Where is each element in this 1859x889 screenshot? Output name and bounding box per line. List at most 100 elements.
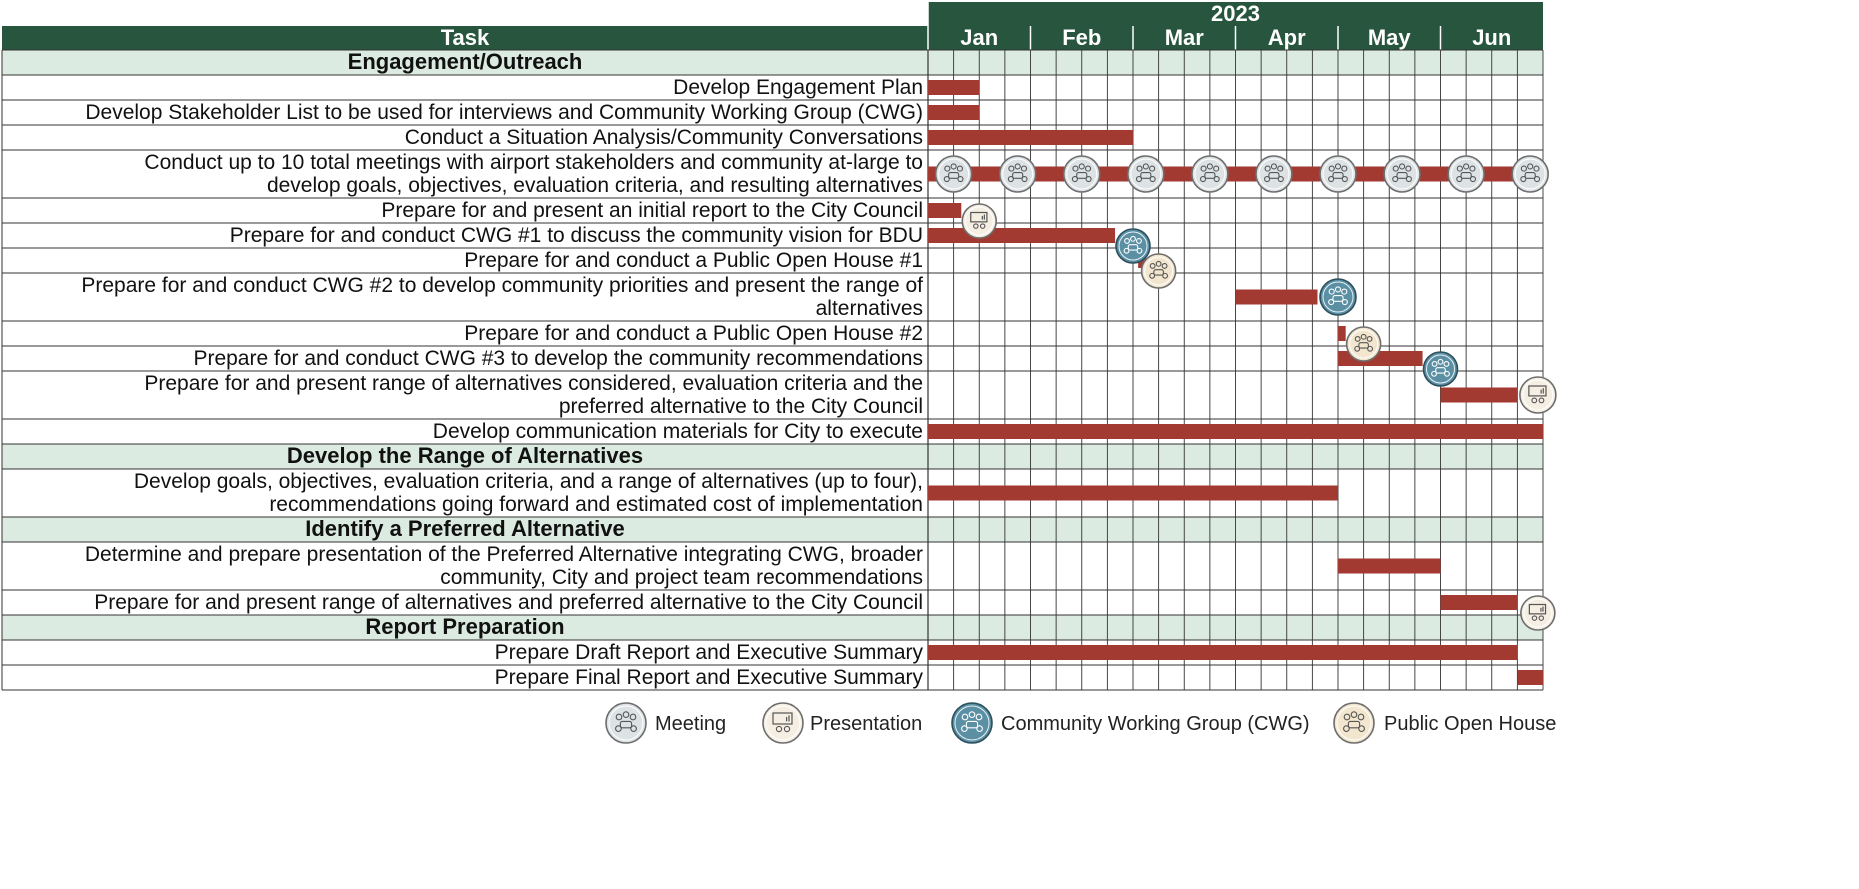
open-house-icon bbox=[1140, 253, 1177, 289]
board-shape bbox=[1528, 603, 1547, 615]
person-glyph bbox=[1155, 260, 1162, 267]
board-shape bbox=[970, 211, 988, 223]
meeting-icon bbox=[605, 702, 647, 744]
icon-ring bbox=[1258, 158, 1290, 190]
task-label: Develop Engagement Plan bbox=[673, 76, 923, 99]
person-glyph bbox=[1520, 165, 1527, 172]
meeting-icon bbox=[1447, 155, 1485, 193]
open-house-icon bbox=[1333, 702, 1375, 744]
meeting-icon bbox=[934, 155, 973, 193]
person-glyph bbox=[1527, 163, 1534, 170]
person-glyph bbox=[1085, 175, 1092, 183]
table-glyph bbox=[1268, 172, 1280, 179]
table-glyph bbox=[1332, 295, 1344, 302]
section-title: Engagement/Outreach bbox=[348, 49, 583, 74]
person-glyph bbox=[956, 165, 963, 172]
task-label-line: preferred alternative to the City Counci… bbox=[559, 395, 923, 418]
person-glyph bbox=[979, 223, 986, 229]
person-glyph bbox=[1020, 165, 1028, 172]
person-glyph bbox=[1405, 165, 1412, 172]
task-bar bbox=[1338, 558, 1441, 574]
person-glyph bbox=[783, 725, 791, 733]
person-glyph bbox=[1136, 165, 1143, 172]
person-glyph bbox=[1341, 298, 1348, 306]
person-glyph bbox=[1162, 272, 1169, 279]
legend-label: Public Open House bbox=[1384, 713, 1556, 735]
icon-ring bbox=[1322, 158, 1354, 190]
task-bar bbox=[928, 105, 980, 120]
person-glyph bbox=[976, 725, 983, 732]
person-glyph bbox=[1520, 175, 1527, 183]
task-label: Develop communication materials for City… bbox=[433, 420, 923, 443]
icon-ring bbox=[964, 206, 994, 236]
meeting-icon bbox=[1191, 155, 1229, 193]
person-glyph bbox=[1135, 175, 1143, 183]
section-band bbox=[2, 517, 1543, 542]
person-glyph bbox=[1124, 237, 1130, 244]
task-label-line: Conduct up to 10 total meetings with air… bbox=[144, 151, 923, 174]
person-glyph bbox=[1538, 615, 1545, 621]
person-glyph bbox=[943, 175, 950, 183]
table-glyph bbox=[1435, 367, 1446, 374]
task-bar bbox=[1235, 289, 1318, 305]
icon-ring bbox=[1336, 705, 1372, 741]
person-glyph bbox=[1149, 165, 1156, 172]
person-glyph bbox=[615, 725, 622, 732]
person-glyph bbox=[1328, 165, 1335, 172]
icon-circle bbox=[1319, 278, 1357, 316]
icon-ring bbox=[608, 705, 644, 741]
person-glyph bbox=[1354, 335, 1361, 342]
task-label: Prepare for and conduct CWG #1 to discus… bbox=[230, 224, 923, 247]
icon-circle bbox=[1447, 155, 1485, 193]
task-bar bbox=[928, 80, 980, 95]
person-glyph bbox=[1199, 175, 1207, 183]
task-label-line: community, City and project team recomme… bbox=[440, 566, 923, 589]
icon-circle bbox=[1191, 155, 1229, 193]
task-label-line: Prepare for and present range of alterna… bbox=[144, 372, 923, 395]
icon-ring bbox=[1130, 158, 1162, 190]
person-glyph bbox=[1161, 262, 1168, 269]
person-glyph bbox=[1213, 175, 1220, 183]
month-label: May bbox=[1368, 25, 1412, 50]
grid-layer bbox=[1, 49, 1544, 691]
person-glyph bbox=[1149, 262, 1156, 269]
month-header-row bbox=[2, 26, 1543, 50]
person-glyph bbox=[1431, 370, 1437, 377]
person-glyph bbox=[1123, 247, 1130, 254]
icon-ring bbox=[765, 705, 801, 741]
meeting-icon bbox=[1319, 155, 1357, 193]
icon-circle bbox=[1115, 228, 1151, 264]
person-glyph bbox=[1367, 345, 1374, 352]
table-glyph bbox=[1396, 172, 1408, 179]
person-glyph bbox=[1130, 235, 1136, 242]
task-label: Conduct a Situation Analysis/Community C… bbox=[405, 126, 923, 149]
task-bar bbox=[928, 485, 1338, 501]
person-glyph bbox=[1206, 163, 1213, 170]
icon-circle bbox=[1140, 253, 1177, 289]
task-bar bbox=[928, 203, 962, 218]
table-glyph bbox=[619, 720, 633, 729]
cwg-icon bbox=[1422, 351, 1459, 387]
icon-circle bbox=[605, 702, 647, 744]
meeting-icon bbox=[1127, 155, 1165, 193]
cwg-icon bbox=[951, 702, 993, 744]
task-label: Prepare for and conduct a Public Open Ho… bbox=[464, 322, 923, 345]
person-glyph bbox=[1007, 175, 1014, 183]
person-glyph bbox=[1431, 360, 1438, 367]
person-glyph bbox=[1328, 288, 1335, 295]
table-glyph bbox=[948, 172, 960, 179]
person-glyph bbox=[1334, 163, 1342, 170]
person-glyph bbox=[1444, 370, 1450, 377]
person-glyph bbox=[1008, 165, 1015, 172]
person-glyph bbox=[1264, 165, 1271, 172]
meeting-icon bbox=[1255, 155, 1293, 193]
task-label: Prepare for and conduct CWG #3 to develo… bbox=[193, 347, 923, 370]
person-glyph bbox=[1469, 175, 1477, 183]
icon-ring bbox=[1386, 158, 1418, 190]
task-label: Develop Stakeholder List to be used for … bbox=[85, 101, 923, 124]
open-house-icon bbox=[1345, 326, 1382, 362]
task-label: Prepare for and conduct a Public Open Ho… bbox=[464, 249, 923, 272]
icon-ring bbox=[1522, 379, 1554, 411]
